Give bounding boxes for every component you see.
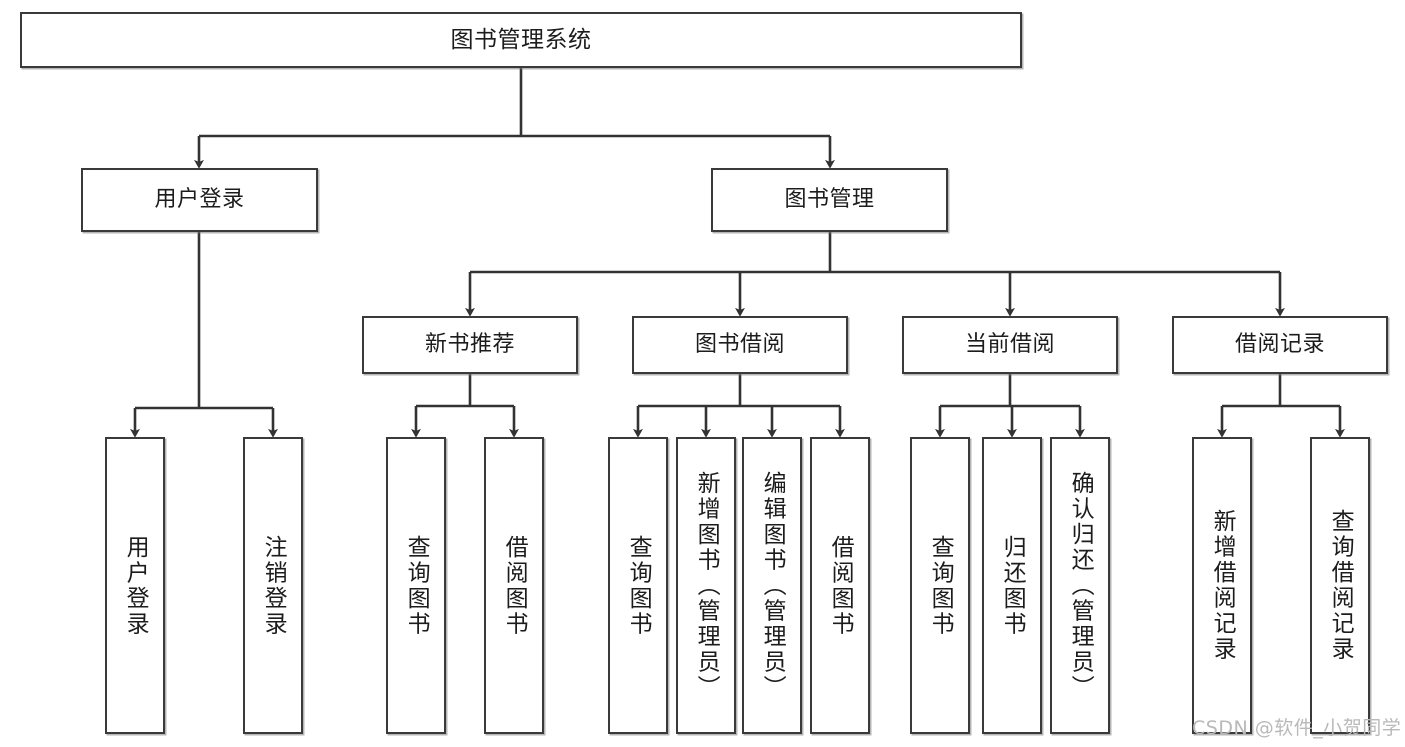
leaf-edit-book-admin[interactable]: 编辑图书（管理员）	[742, 437, 802, 734]
csdn-watermark: CSDN @软件_小贺同学	[1192, 717, 1402, 739]
node-user-login[interactable]: 用户登录	[81, 168, 318, 232]
node-new-book-recommend-label: 新书推荐	[424, 332, 515, 358]
leaf-query-book-current[interactable]: 查询图书	[910, 437, 970, 734]
leaf-return-book-label: 归还图书	[999, 534, 1026, 637]
leaf-query-book-current-label: 查询图书	[927, 534, 954, 637]
leaf-borrow-book[interactable]: 借阅图书	[810, 437, 870, 734]
leaf-query-borrow-record[interactable]: 查询借阅记录	[1310, 437, 1370, 734]
leaf-logout-label: 注销登录	[260, 534, 287, 637]
leaf-query-book-newbook[interactable]: 查询图书	[386, 437, 446, 734]
leaf-borrow-book-newbook[interactable]: 借阅图书	[484, 437, 544, 734]
leaf-confirm-return-admin[interactable]: 确认归还（管理员）	[1050, 437, 1110, 734]
leaf-borrow-book-newbook-label: 借阅图书	[501, 534, 528, 637]
node-borrow-record-label: 借阅记录	[1234, 332, 1325, 358]
node-borrow-record[interactable]: 借阅记录	[1172, 316, 1388, 374]
leaf-query-book-newbook-label: 查询图书	[403, 534, 430, 637]
leaf-logout[interactable]: 注销登录	[243, 437, 303, 734]
leaf-borrow-book-label: 借阅图书	[827, 534, 854, 637]
leaf-user-login-label: 用户登录	[122, 534, 149, 637]
node-root-label: 图书管理系统	[450, 26, 592, 53]
node-book-borrow-label: 图书借阅	[694, 332, 785, 358]
node-book-management[interactable]: 图书管理	[711, 168, 948, 232]
leaf-query-book-borrow-label: 查询图书	[625, 534, 652, 637]
leaf-edit-book-admin-label: 编辑图书（管理员）	[759, 470, 786, 701]
node-current-borrow-label: 当前借阅	[964, 332, 1055, 358]
node-book-borrow[interactable]: 图书借阅	[632, 316, 848, 374]
leaf-query-borrow-record-label: 查询借阅记录	[1327, 509, 1354, 662]
leaf-add-borrow-record[interactable]: 新增借阅记录	[1192, 437, 1252, 734]
node-current-borrow[interactable]: 当前借阅	[902, 316, 1118, 374]
leaf-query-book-borrow[interactable]: 查询图书	[608, 437, 668, 734]
node-book-management-label: 图书管理	[784, 187, 875, 213]
leaf-return-book[interactable]: 归还图书	[982, 437, 1042, 734]
leaf-confirm-return-admin-label: 确认归还（管理员）	[1067, 470, 1094, 701]
leaf-add-book-admin[interactable]: 新增图书（管理员）	[676, 437, 736, 734]
node-user-login-label: 用户登录	[154, 187, 245, 213]
leaf-add-book-admin-label: 新增图书（管理员）	[693, 470, 720, 701]
leaf-add-borrow-record-label: 新增借阅记录	[1209, 509, 1236, 662]
leaf-user-login[interactable]: 用户登录	[105, 437, 165, 734]
node-root[interactable]: 图书管理系统	[20, 12, 1022, 68]
node-new-book-recommend[interactable]: 新书推荐	[362, 316, 578, 374]
